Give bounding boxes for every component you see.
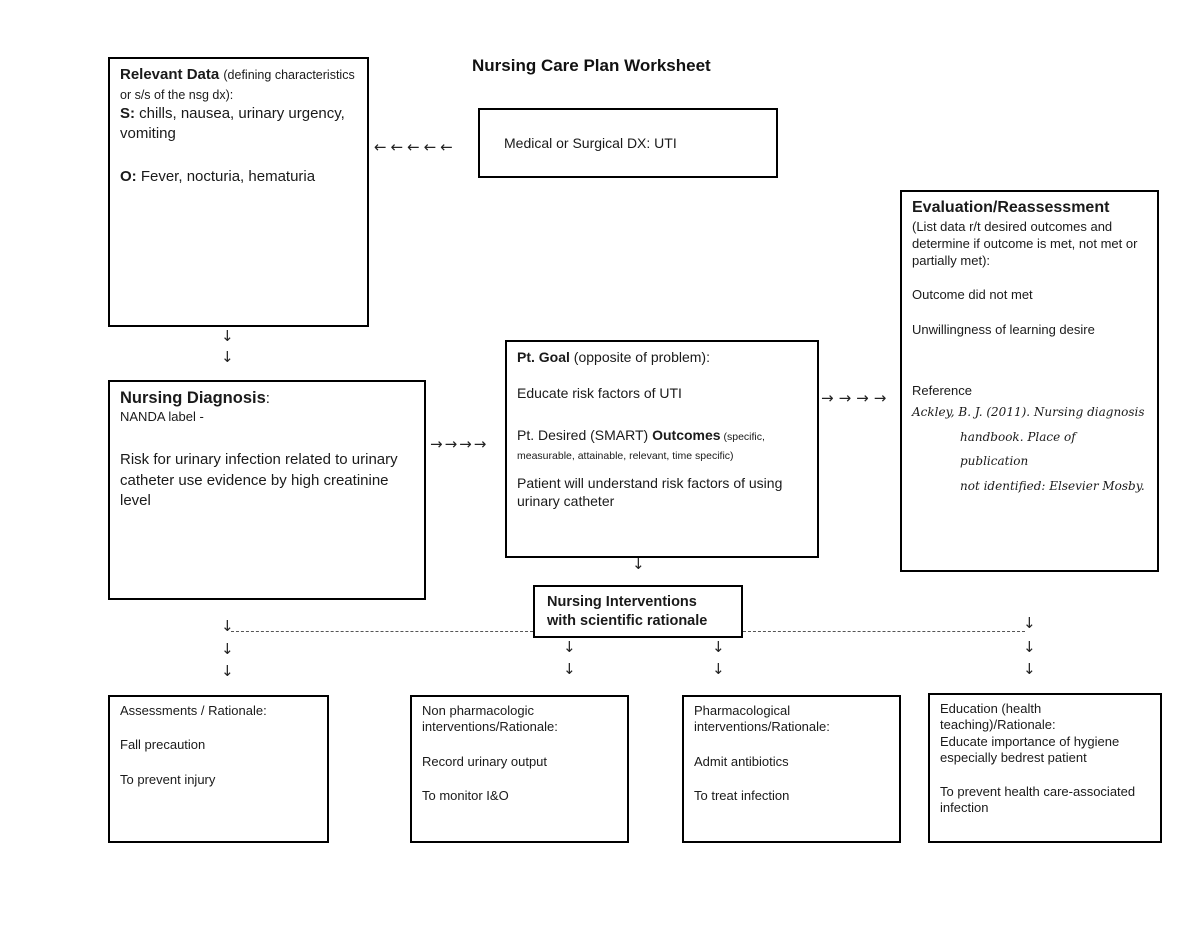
nursing-diagnosis-statement: Risk for urinary infection related to ur… bbox=[120, 451, 398, 509]
assessments-item: Fall precaution bbox=[120, 737, 206, 753]
nursing-diagnosis-heading-label: Nursing Diagnosis bbox=[120, 389, 266, 407]
subjective-text: chills, nausea, urinary urgency, vomitin… bbox=[120, 105, 345, 142]
evaluation-finding: Outcome did not met bbox=[912, 287, 1033, 303]
relevant-data-heading: Relevant Data (defining characteristics … bbox=[120, 65, 357, 104]
subjective-label: S: bbox=[120, 105, 135, 122]
nanda-label: NANDA label - bbox=[120, 409, 204, 425]
down-arrow-to-assessments: ↓ bbox=[221, 617, 234, 635]
relevant-data-heading-label: Relevant Data bbox=[120, 66, 220, 83]
down-arrow-to-education: ↓ bbox=[1023, 638, 1036, 656]
flow-arrows-diagnosis-to-goal: →→→→ bbox=[430, 435, 489, 453]
outcomes-label: Outcomes bbox=[652, 427, 721, 444]
down-arrow-relevant-to-diagnosis: ↓ bbox=[221, 348, 234, 366]
assessments-heading: Assessments / Rationale: bbox=[120, 703, 267, 718]
down-arrow-to-education: ↓ bbox=[1023, 660, 1036, 678]
pt-goal-heading-note: (opposite of problem): bbox=[569, 349, 710, 365]
assessments-rationale: To prevent injury bbox=[120, 771, 216, 787]
pt-goal-text: Educate risk factors of UTI bbox=[517, 385, 682, 402]
down-arrow-to-assessments: ↓ bbox=[221, 662, 234, 680]
medical-dx-text: Medical or Surgical DX: UTI bbox=[504, 134, 677, 151]
flow-arrows-dx-to-relevant-data: ←←←←← bbox=[374, 138, 457, 156]
reference-citation: Ackley, B. J. (2011). Nursing diagnosis … bbox=[912, 400, 1147, 498]
non-pharm-heading: Non pharmacologic interventions/Rational… bbox=[422, 703, 558, 735]
down-arrow-goal-to-interventions: ↓ bbox=[632, 555, 645, 573]
objective-label: O: bbox=[120, 168, 137, 185]
evaluation-note: (List data r/t desired outcomes and dete… bbox=[912, 218, 1138, 268]
relevant-data-heading-note: (defining characteristics or s/s of the … bbox=[120, 68, 355, 102]
outcomes-prefix: Pt. Desired (SMART) bbox=[517, 427, 653, 444]
nursing-diagnosis-heading: Nursing Diagnosis: bbox=[120, 388, 414, 409]
dashed-connector-left bbox=[231, 631, 533, 632]
assessments-box: Assessments / Rationale: Fall precaution… bbox=[108, 695, 329, 843]
nursing-diagnosis-heading-colon: : bbox=[265, 390, 270, 407]
pt-goal-heading: Pt. Goal (opposite of problem): bbox=[517, 348, 807, 366]
pt-goal-box: Pt. Goal (opposite of problem): Educate … bbox=[505, 340, 819, 558]
reference-line: handbook. Place of publication bbox=[960, 429, 1076, 469]
page-title: Nursing Care Plan Worksheet bbox=[472, 56, 711, 75]
down-arrow-to-education: ↓ bbox=[1023, 614, 1036, 632]
non-pharm-rationale: To monitor I&O bbox=[422, 787, 509, 803]
education-item: Educate importance of hygiene especially… bbox=[940, 733, 1120, 765]
education-rationale: To prevent health care-associated infect… bbox=[940, 784, 1136, 816]
reference-line: Ackley, B. J. (2011). Nursing diagnosis bbox=[912, 405, 1145, 420]
pharmacological-box: Pharmacological interventions/Rationale:… bbox=[682, 695, 901, 843]
evaluation-heading: Evaluation/Reassessment bbox=[912, 199, 1110, 216]
down-arrow-to-assessments: ↓ bbox=[221, 640, 234, 658]
education-box: Education (health teaching)/Rationale: E… bbox=[928, 693, 1162, 843]
relevant-data-box: Relevant Data (defining characteristics … bbox=[108, 57, 369, 327]
down-arrow-to-non-pharm: ↓ bbox=[563, 660, 576, 678]
interventions-line2: with scientific rationale bbox=[547, 612, 708, 629]
nursing-diagnosis-box: Nursing Diagnosis: NANDA label - Risk fo… bbox=[108, 380, 426, 600]
interventions-box: Nursing Interventions with scientific ra… bbox=[533, 585, 743, 638]
down-arrow-to-pharm: ↓ bbox=[712, 638, 725, 656]
pharm-heading: Pharmacological interventions/Rationale: bbox=[694, 703, 830, 735]
reference-label: Reference bbox=[912, 383, 972, 399]
dashed-connector-right bbox=[743, 631, 1025, 632]
evaluation-finding: Unwillingness of learning desire bbox=[912, 322, 1095, 338]
pharm-rationale: To treat infection bbox=[694, 787, 790, 803]
outcomes-heading: Pt. Desired (SMART) Outcomes (specific, … bbox=[517, 426, 807, 463]
non-pharmacologic-box: Non pharmacologic interventions/Rational… bbox=[410, 695, 629, 843]
outcome-statement: Patient will understand risk factors of … bbox=[517, 474, 783, 509]
pharm-item: Admit antibiotics bbox=[694, 753, 789, 769]
subjective-data-line: S: chills, nausea, urinary urgency, vomi… bbox=[120, 104, 357, 143]
education-heading: Education (health teaching)/Rationale: bbox=[940, 701, 1056, 733]
reference-line: not identified: Elsevier Mosby. bbox=[960, 478, 1145, 493]
pt-goal-heading-label: Pt. Goal bbox=[517, 349, 570, 365]
down-arrow-to-non-pharm: ↓ bbox=[563, 638, 576, 656]
evaluation-box: Evaluation/Reassessment (List data r/t d… bbox=[900, 190, 1159, 572]
interventions-line1: Nursing Interventions bbox=[547, 594, 697, 611]
objective-text: Fever, nocturia, hematuria bbox=[136, 168, 316, 185]
objective-data-line: O: Fever, nocturia, hematuria bbox=[120, 167, 357, 187]
flow-arrows-goal-to-evaluation: →→→→ bbox=[821, 389, 892, 407]
medical-dx-box: Medical or Surgical DX: UTI bbox=[478, 108, 778, 178]
outcomes-note: (specific, measurable, attainable, relev… bbox=[517, 431, 765, 463]
down-arrow-to-pharm: ↓ bbox=[712, 660, 725, 678]
non-pharm-item: Record urinary output bbox=[422, 753, 548, 769]
down-arrow-relevant-to-diagnosis: ↓ bbox=[221, 327, 234, 345]
